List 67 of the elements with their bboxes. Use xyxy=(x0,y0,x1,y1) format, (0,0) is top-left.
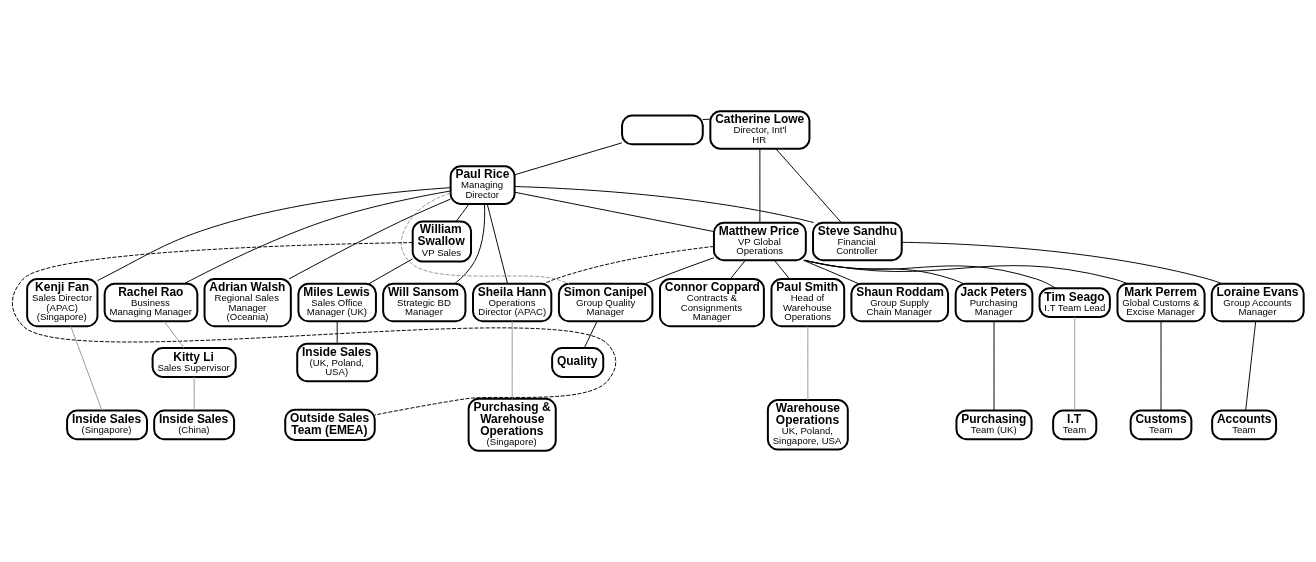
connector xyxy=(368,258,413,285)
node-box: Customs Team xyxy=(1129,409,1193,441)
connector xyxy=(993,320,995,411)
node-box: Outside Sales Team (EMEA) xyxy=(284,408,376,441)
connector xyxy=(804,259,965,285)
node-box: Jack Peters Purchasing Manager xyxy=(954,282,1034,323)
node-box: Catherine Lowe Director, Int'l HR xyxy=(709,110,811,150)
connector xyxy=(729,259,746,280)
connector xyxy=(759,148,761,223)
connector xyxy=(455,203,470,222)
connector xyxy=(645,257,715,285)
node-box: Miles Lewis Sales Office Manager (UK) xyxy=(297,282,377,323)
node-box: Inside Sales (UK, Poland, USA) xyxy=(296,342,379,383)
node-box xyxy=(621,114,704,146)
connector xyxy=(807,325,809,401)
connector xyxy=(511,320,513,400)
connector xyxy=(1245,320,1257,411)
connector xyxy=(11,242,617,416)
node-box: Loraine Evans Group Accounts Manager xyxy=(1210,282,1305,323)
connector xyxy=(486,203,508,284)
connector xyxy=(70,325,103,411)
node-box: Accounts Team xyxy=(1211,409,1278,441)
node-box: Will Sansom Strategic BD Manager xyxy=(382,282,467,323)
connector xyxy=(336,321,338,344)
node-box: Paul Smith Head of Warehouse Operations xyxy=(770,278,846,328)
node-box: Mark Perrem Global Customs & Excise Manager xyxy=(1116,282,1206,323)
node-box: I.T Team xyxy=(1052,409,1098,441)
node-box: Purchasing Team (UK) xyxy=(955,409,1033,441)
connector xyxy=(774,259,790,280)
node-box: Inside Sales (Singapore) xyxy=(66,409,148,441)
connector xyxy=(163,321,185,349)
node-box: Connor Coppard Contracts & Consignments Manager xyxy=(659,278,765,328)
node-box: Inside Sales (China) xyxy=(153,409,236,441)
node-box: Kitty Li Sales Supervisor xyxy=(151,347,237,378)
connector xyxy=(901,241,1223,285)
node-box: William Swallow VP Sales xyxy=(411,220,472,263)
connector xyxy=(702,118,711,120)
connector xyxy=(802,259,860,285)
node-box: Shaun Roddam Group Supply Chain Manager xyxy=(850,282,950,323)
node-box: Sheila Hann Operations Director (APAC) xyxy=(472,282,553,323)
connector xyxy=(514,142,623,176)
connector xyxy=(514,191,715,233)
connector xyxy=(775,148,842,223)
node-box: Paul Rice Managing Director xyxy=(449,165,516,205)
node-box: Warehouse Operations UK, Poland, Singapore, USA xyxy=(766,399,849,451)
connector xyxy=(1160,320,1162,411)
connector xyxy=(288,198,451,280)
node-box: Matthew Price VP Global Operations xyxy=(712,221,807,262)
node-box: Quality xyxy=(551,347,605,378)
connector xyxy=(543,245,715,285)
node-box: Kenji Fan Sales Director (APAC) (Singapore) xyxy=(26,278,99,328)
connector xyxy=(400,192,570,285)
connector xyxy=(183,190,451,285)
node-box: Adrian Walsh Regional Sales Manager (Oceania) xyxy=(203,278,292,328)
connector xyxy=(804,259,1057,289)
node-box: Purchasing & Warehouse Operations (Singapore) xyxy=(467,397,557,452)
connector xyxy=(514,186,815,224)
node-box: Simon Canipel Group Quality Manager xyxy=(557,282,654,323)
node-box: Steve Sandhu Financial Controller xyxy=(812,221,903,262)
connector xyxy=(1074,316,1076,411)
node-box: Tim Seago I.T Team Lead xyxy=(1038,287,1111,318)
connector xyxy=(804,259,1129,285)
connector xyxy=(454,203,486,285)
connector xyxy=(97,187,452,282)
connector xyxy=(193,376,195,411)
node-box: Rachel Rao Business Managing Manager xyxy=(103,282,199,323)
connector xyxy=(583,321,598,349)
